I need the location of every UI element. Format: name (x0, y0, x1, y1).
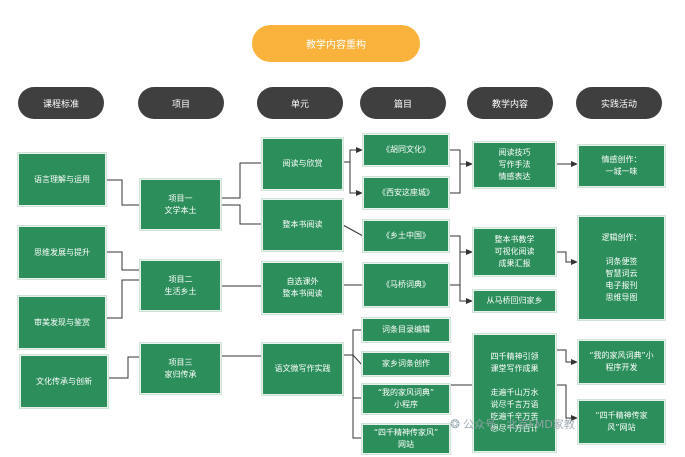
article-hometown-entry: 家乡词条创作 (362, 352, 450, 376)
standard-aesthetic: 审美发现与鉴赏 (18, 296, 106, 349)
article-xian: 《西安这座城》 (363, 177, 449, 209)
unit-elective-reading: 自选课外整本书阅读 (262, 262, 343, 314)
activity-dictionary-app: “我的家风词典”小程序开发 (578, 340, 665, 384)
article-maqiao: 《马桥词典》 (363, 263, 449, 307)
content-four-thousand-spirit: 四千精神引领课堂写作成果 走遍千山万水说尽千言万语吃遍千辛万苦想尽千方百计 (473, 334, 556, 452)
project-1: 项目一文学本土 (140, 179, 221, 230)
wechat-icon: ❂ (450, 417, 461, 431)
standard-thinking: 思维发展与提升 (18, 226, 106, 279)
article-family-dictionary-app: “我的家风词典”小程序 (362, 384, 450, 414)
header-unit: 单元 (257, 87, 343, 119)
header-project: 项目 (138, 87, 224, 119)
project-3: 项目三家归传承 (140, 343, 221, 394)
unit-reading: 阅读与欣赏 (262, 138, 343, 190)
unit-whole-book: 整本书阅读 (262, 199, 343, 251)
activity-spirit-website: “四千精神传家风”网站 (578, 400, 665, 444)
header-article: 篇目 (360, 87, 446, 119)
header-teaching-content: 教学内容 (467, 87, 553, 119)
standard-language: 语言理解与运用 (18, 153, 106, 206)
diagram-title: 教学内容重构 (252, 25, 420, 62)
content-maqiao-home: 从马桥回归家乡 (473, 290, 556, 312)
header-practice-activity: 实践活动 (576, 87, 662, 119)
standard-culture: 文化传承与创新 (20, 355, 108, 408)
article-catalog-edit: 词条目录编辑 (362, 318, 450, 342)
project-2: 项目二生活乡土 (140, 260, 221, 311)
watermark: ❂ 公众号 · 北京FMD家教 (450, 417, 575, 431)
content-reading-skills: 阅读技巧写作手法情感表达 (473, 142, 556, 188)
content-whole-book: 整本书教学可视化阅读成果汇报 (473, 228, 556, 276)
activity-logical-writing: 逻辑创作： 词条便签智慧词云电子报刊思维导图 (578, 216, 665, 320)
unit-micro-writing: 语文微写作实践 (262, 343, 343, 395)
article-hutong: 《胡同文化》 (363, 134, 449, 166)
article-xiangtu: 《乡土中国》 (363, 220, 449, 252)
activity-emotional-writing: 情感创作：一城一味 (578, 145, 665, 187)
header-curriculum-standard: 课程标准 (18, 87, 104, 119)
article-spirit-website: “四千精神传家风”网站 (362, 424, 450, 454)
